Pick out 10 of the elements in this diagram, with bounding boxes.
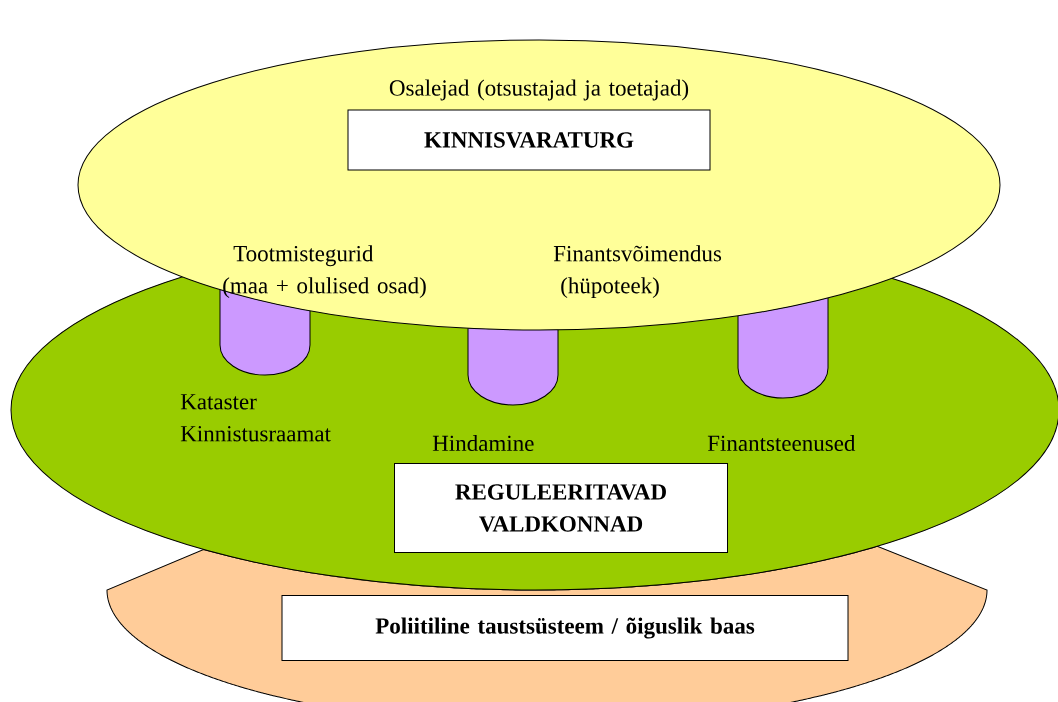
layer-text: Finantsvõimendus (hüpoteek) [553, 245, 722, 299]
layer-text: Hindamine [432, 434, 534, 452]
layer-text: Osalejad (otsustajad ja toetajad) [389, 79, 689, 101]
layer-text: Kataster Kinnistusraamat [180, 394, 331, 442]
title-box: Poliitiline taustsüsteem / õiguslik baas [281, 595, 849, 661]
title-box: REGULEERITAVAD VALDKONNAD [394, 463, 728, 553]
layer-text: Tootmistegurid (maa + olulised osad) [223, 245, 426, 299]
pillar [737, 297, 829, 399]
title-box: KINNISVARATURG [347, 109, 711, 171]
layer-text: Finantsteenused [707, 434, 856, 452]
